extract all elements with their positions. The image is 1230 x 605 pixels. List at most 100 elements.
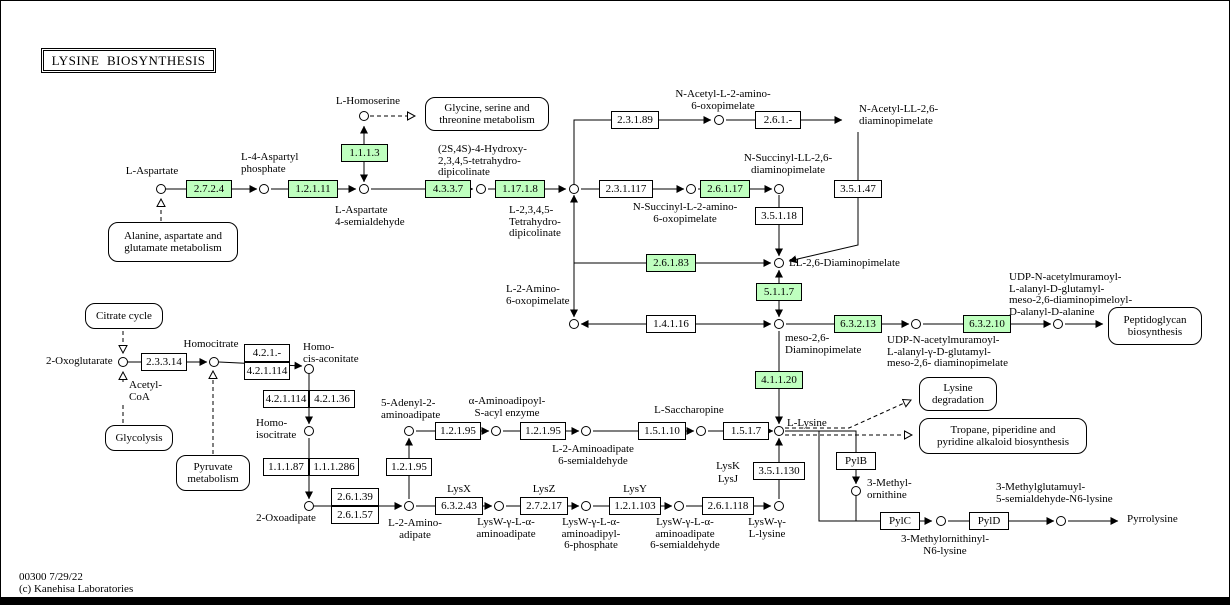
enzyme-box-4.3.3.7[interactable]: 4.3.3.7 (425, 180, 471, 198)
compound-node-lysw-aminoadipate[interactable] (494, 501, 504, 511)
enzyme-box-1.17.1.8[interactable]: 1.17.1.8 (495, 180, 545, 198)
compound-node-2-oxoglutarate[interactable] (118, 357, 128, 367)
compound-label-line: 4-semialdehyde (335, 215, 405, 228)
compound-node-l-2-aminoadipate[interactable] (404, 501, 414, 511)
compound-label-line: 5-Adenyl-2- (381, 397, 436, 409)
enzyme-box-1.1.1.3[interactable]: 1.1.1.3 (341, 144, 388, 162)
compound-node-l-aspartate-4-semialdehyde[interactable] (359, 184, 369, 194)
enzyme-box-3.5.1.18[interactable]: 3.5.1.18 (755, 207, 803, 225)
compound-node-hydroxy-tetrahydrodipicolinate[interactable] (476, 184, 486, 194)
enzyme-box-1.2.1.95[interactable]: 1.2.1.95 (435, 422, 481, 440)
compound-node-l-aspartate[interactable] (156, 184, 166, 194)
enzyme-box-2.6.1.39[interactable]: 2.6.1.39 (331, 488, 379, 506)
enzyme-box-1.1.1.286[interactable]: 1.1.1.286 (309, 458, 359, 476)
compound-node-aminoadipoyl-s-acyl-enzyme[interactable] (491, 426, 501, 436)
compound-node-3-methylornithine[interactable] (851, 486, 861, 496)
enzyme-box-6.3.2.43[interactable]: 6.3.2.43 (435, 497, 483, 515)
enzyme-box-PylC[interactable]: PylC (880, 512, 920, 530)
enzyme-box-5.1.1.7[interactable]: 5.1.1.7 (756, 283, 802, 301)
enzyme-box-6.3.2.10[interactable]: 6.3.2.10 (963, 315, 1011, 333)
compound-label-line: Acetyl- (129, 379, 162, 391)
compound-label-line: dipicolinate (438, 166, 490, 178)
compound-node-l-homoserine[interactable] (359, 111, 369, 121)
pathway-map-citrate-cycle[interactable]: Citrate cycle (85, 303, 163, 329)
compound-node-n-succinyl-ll-2-6-diaminopimelate[interactable] (774, 184, 784, 194)
compound-node-5-adenyl-2-aminoadipate[interactable] (404, 426, 414, 436)
compound-label-line: 6-oxopimelate (653, 212, 717, 225)
compound-node-l-lysine[interactable] (774, 426, 784, 436)
compound-label: Homocitrate (184, 338, 239, 351)
compound-label-line: 5-semialdehyde-N6-lysine (996, 492, 1113, 505)
enzyme-box-2.6.1.17[interactable]: 2.6.1.17 (700, 180, 750, 198)
enzyme-box-1.2.1.95[interactable]: 1.2.1.95 (520, 422, 566, 440)
compound-node-l-4-aspartyl-phosphate[interactable] (259, 184, 269, 194)
compound-label-line: meso-2,6- (785, 332, 830, 344)
compound-node-tetrahydrodipicolinate[interactable] (569, 184, 579, 194)
enzyme-box-PylB[interactable]: PylB (836, 452, 876, 470)
enzyme-box-1.5.1.7[interactable]: 1.5.1.7 (723, 422, 769, 440)
compound-node-l-2-aminoadipate-6-semialdehyde[interactable] (581, 426, 591, 436)
enzyme-box-4.2.1.-[interactable]: 4.2.1.- (244, 344, 290, 362)
enzyme-box-1.1.1.87[interactable]: 1.1.1.87 (263, 458, 309, 476)
enzyme-box-6.3.2.13[interactable]: 6.3.2.13 (834, 315, 882, 333)
compound-node-lysw-aminoadipate-6-semialdehyde[interactable] (674, 501, 684, 511)
enzyme-box-1.2.1.11[interactable]: 1.2.1.11 (288, 180, 338, 198)
compound-label: LysW-γ-L-α-aminoadipyl-6-phosphate (562, 516, 621, 552)
compound-node-meso-2-6-diaminopimelate[interactable] (774, 319, 784, 329)
enzyme-box-4.1.1.20[interactable]: 4.1.1.20 (755, 371, 803, 389)
compound-label-line: LysW-γ-L-α- (477, 516, 535, 528)
enzyme-box-2.6.1.57[interactable]: 2.6.1.57 (331, 506, 379, 524)
compound-label: L-Aspartate (126, 165, 179, 178)
enzyme-box-1.5.1.10[interactable]: 1.5.1.10 (638, 422, 686, 440)
compound-node-homocitrate[interactable] (209, 357, 219, 367)
compound-node-2-oxoadipate[interactable] (304, 501, 314, 511)
compound-label-line: D-alanyl-D-alanine (1009, 305, 1095, 318)
enzyme-box-1.2.1.95[interactable]: 1.2.1.95 (386, 458, 432, 476)
enzyme-box-2.3.1.117[interactable]: 2.3.1.117 (599, 180, 653, 198)
compound-node-udp-muramyl-dap-ala-ala[interactable] (1053, 319, 1063, 329)
compound-label-line: N-Succinyl-L-2-amino- (632, 201, 738, 213)
enzyme-box-2.6.1.-[interactable]: 2.6.1.- (755, 111, 801, 129)
enzyme-box-1.2.1.103[interactable]: 1.2.1.103 (609, 497, 661, 515)
enzyme-box-4.2.1.36[interactable]: 4.2.1.36 (309, 390, 355, 408)
compound-label-line: L-2-Amino- (506, 283, 560, 295)
gene-label-LysX: LysX (447, 483, 471, 495)
compound-label-line: aminoadipate (476, 527, 536, 540)
compound-label-line: L-alanyl-γ-D-glutamyl- (887, 345, 991, 358)
compound-node-udp-muramyl-dap[interactable] (911, 319, 921, 329)
compound-node-3-methylornithinyl-n6-lysine[interactable] (936, 516, 946, 526)
enzyme-box-2.3.3.14[interactable]: 2.3.3.14 (141, 353, 187, 371)
compound-node-lysw-l-lysine[interactable] (774, 501, 784, 511)
enzyme-box-1.4.1.16[interactable]: 1.4.1.16 (646, 315, 696, 333)
compound-label: N-Succinyl-LL-2,6-diaminopimelate (744, 152, 832, 176)
pathway-map-label-line: Pyruvate (193, 460, 233, 473)
compound-node-homoisocitrate[interactable] (304, 426, 314, 436)
compound-node-n-succinyl-l-2-amino-6-oxopimelate[interactable] (686, 184, 696, 194)
compound-label: L-Homoserine (336, 95, 400, 108)
compound-node-3-methylglutamuyl-semialdehyde-n6-lysine[interactable] (1056, 516, 1066, 526)
compound-node-homo-cis-aconitate[interactable] (304, 364, 314, 374)
enzyme-box-3.5.1.47[interactable]: 3.5.1.47 (834, 180, 882, 198)
enzyme-box-2.6.1.83[interactable]: 2.6.1.83 (646, 254, 696, 272)
compound-node-lysw-aminoadipyl-6-phosphate[interactable] (581, 501, 591, 511)
enzyme-box-3.5.1.130[interactable]: 3.5.1.130 (753, 462, 805, 480)
compound-node-n-acetyl-l-2-amino-6-oxopimelate[interactable] (714, 115, 724, 125)
compound-node-ll-2-6-diaminopimelate[interactable] (774, 258, 784, 268)
compound-node-l-saccharopine[interactable] (696, 426, 706, 436)
compound-node-l-2-amino-6-oxopimelate[interactable] (569, 319, 579, 329)
enzyme-box-2.7.2.17[interactable]: 2.7.2.17 (520, 497, 568, 515)
enzyme-box-2.7.2.4[interactable]: 2.7.2.4 (186, 180, 232, 198)
enzyme-box-2.3.1.89[interactable]: 2.3.1.89 (611, 111, 659, 129)
enzyme-box-PylD[interactable]: PylD (969, 512, 1009, 530)
enzyme-box-2.6.1.118[interactable]: 2.6.1.118 (702, 497, 754, 515)
pathway-map-glycolysis[interactable]: Glycolysis (105, 425, 173, 451)
enzyme-box-4.2.1.114[interactable]: 4.2.1.114 (263, 390, 309, 408)
enzyme-box-4.2.1.114[interactable]: 4.2.1.114 (244, 362, 290, 380)
